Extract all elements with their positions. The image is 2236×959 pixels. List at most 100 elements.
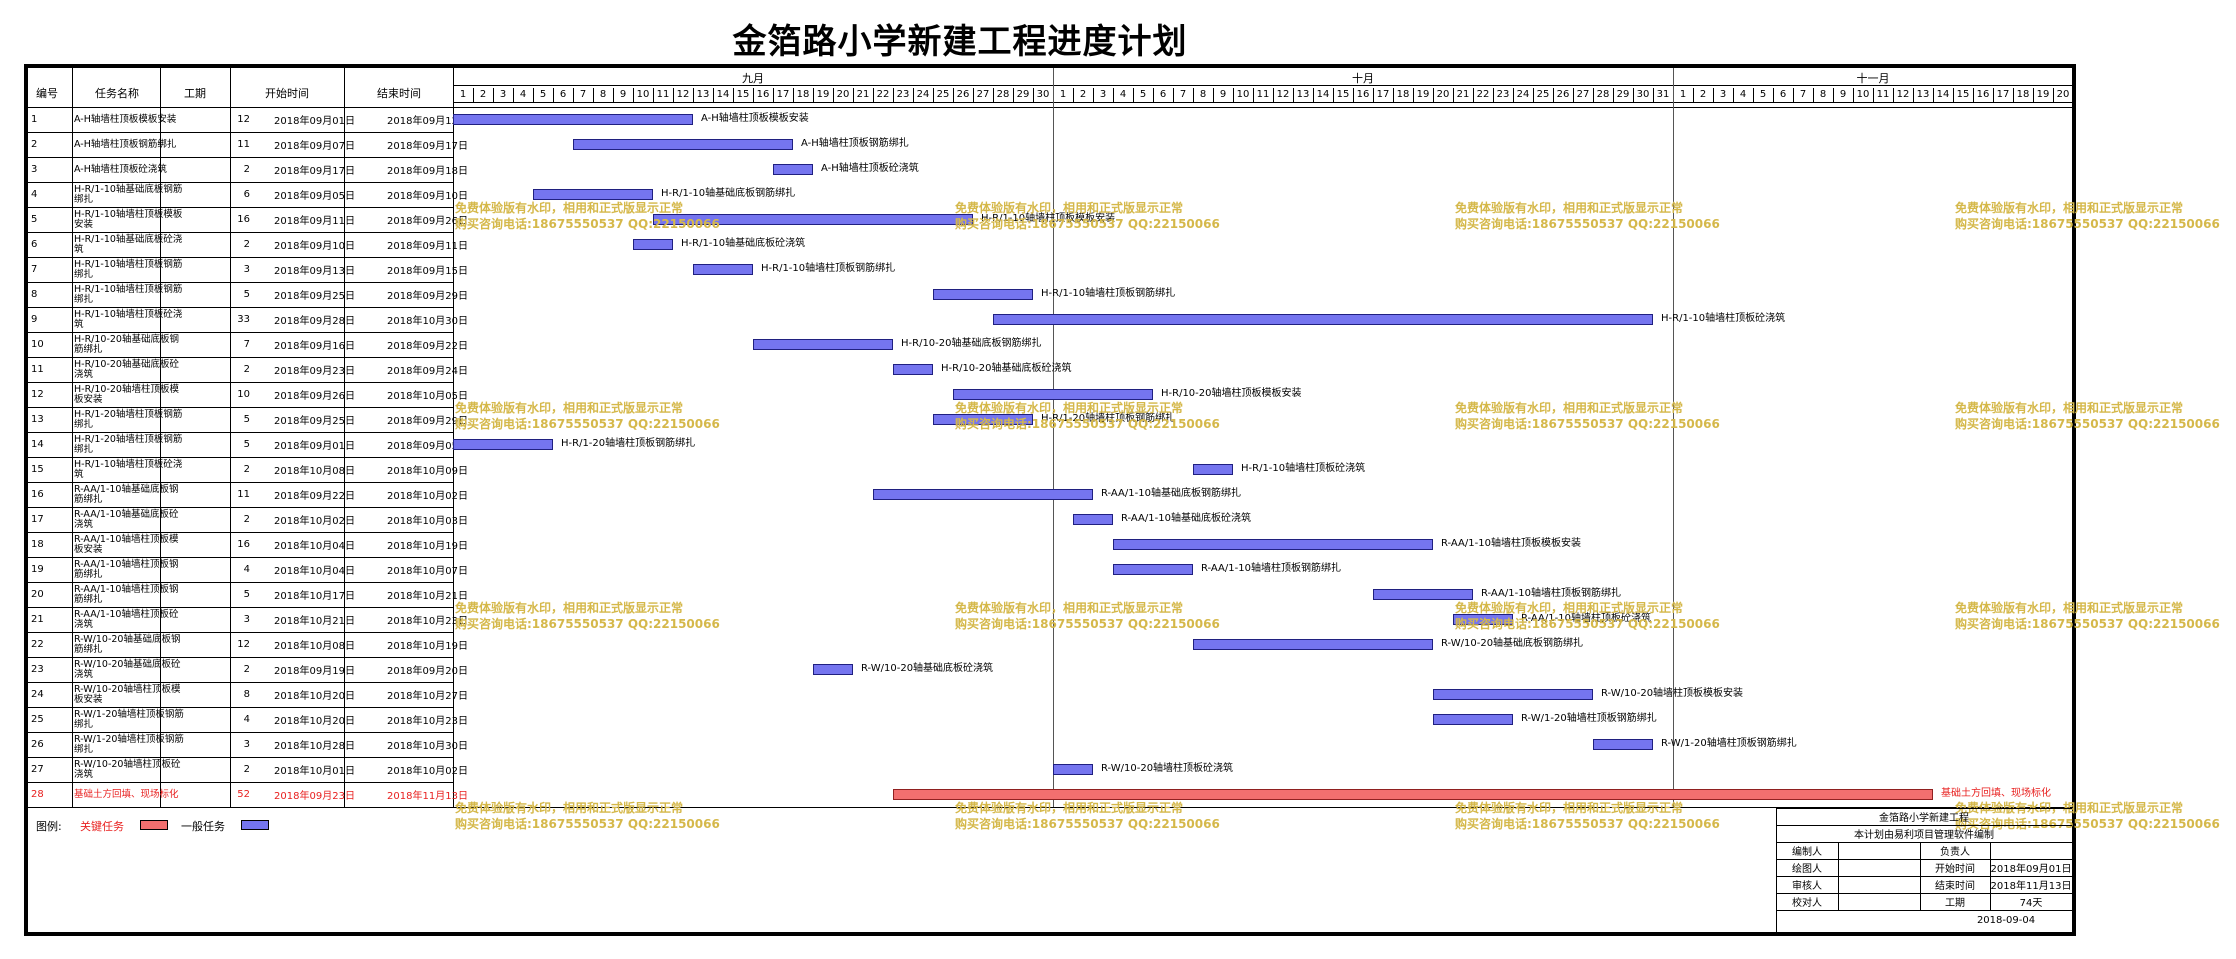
task-bar-label: R-W/10-20轴墙柱顶板砼浇筑 <box>1101 763 1234 774</box>
info-k1: 绘图人 <box>1792 864 1822 875</box>
row-divider <box>28 282 453 283</box>
day-tick <box>933 88 934 102</box>
task-bar[interactable] <box>873 489 1093 500</box>
day-label: 23 <box>1496 89 1510 100</box>
task-bar[interactable] <box>933 414 1033 425</box>
task-name: H-R/10-20轴墙柱顶板模板安装 <box>74 383 179 405</box>
task-bar[interactable] <box>693 264 753 275</box>
watermark: 免费体验版有水印，相用和正式版显示正常购买咨询电话:18675550537 QQ… <box>455 400 720 432</box>
info-k2: 工期 <box>1945 898 1965 909</box>
task-id: 15 <box>31 464 44 475</box>
task-bar[interactable] <box>453 114 693 125</box>
task-bar[interactable] <box>1453 614 1513 625</box>
task-bar[interactable] <box>1593 739 1653 750</box>
task-bar[interactable] <box>933 289 1033 300</box>
day-tick <box>1873 88 1874 102</box>
day-tick <box>1093 88 1094 102</box>
task-end: 2018年09月26日 <box>387 216 468 227</box>
day-label: 20 <box>1436 89 1450 100</box>
task-bar-label: R-AA/1-10轴基础底板钢筋绑扎 <box>1101 488 1241 499</box>
watermark-line: 免费体验版有水印，相用和正式版显示正常 <box>1955 601 2184 615</box>
row-divider <box>28 357 453 358</box>
info-v2: 74天 <box>2019 898 2043 909</box>
task-start: 2018年09月10日 <box>274 241 355 252</box>
task-id: 9 <box>31 314 38 325</box>
task-bar-label: H-R/10-20轴基础底板砼浇筑 <box>941 363 1072 374</box>
task-bar[interactable] <box>653 214 973 225</box>
day-tick <box>573 88 574 102</box>
day-label: 13 <box>696 89 710 100</box>
task-bar[interactable] <box>953 389 1153 400</box>
month-label: 十月 <box>1352 72 1374 85</box>
task-bar[interactable] <box>1433 714 1513 725</box>
day-tick <box>1973 88 1974 102</box>
day-tick <box>1433 88 1434 102</box>
task-bar[interactable] <box>1193 639 1433 650</box>
watermark-line: 免费体验版有水印，相用和正式版显示正常 <box>1455 201 1684 215</box>
task-bar[interactable] <box>1113 539 1433 550</box>
day-label: 15 <box>736 89 750 100</box>
task-bar[interactable] <box>1433 689 1593 700</box>
task-bar[interactable] <box>1193 464 1233 475</box>
day-label: 15 <box>1956 89 1970 100</box>
row-divider <box>28 632 453 633</box>
task-duration: 2 <box>243 464 250 475</box>
task-name: 基础土方回填、现场标化 <box>74 788 179 800</box>
task-bar[interactable] <box>633 239 673 250</box>
task-bar[interactable] <box>813 664 853 675</box>
day-tick <box>953 88 954 102</box>
day-tick <box>1153 88 1154 102</box>
task-bar[interactable] <box>893 364 933 375</box>
task-bar[interactable] <box>1113 564 1193 575</box>
task-name: H-R/1-20轴墙柱顶板钢筋绑扎 <box>74 433 183 455</box>
task-bar-label: H-R/1-20轴墙柱顶板钢筋绑扎 <box>561 438 696 449</box>
task-start: 2018年10月20日 <box>274 716 355 727</box>
day-label: 10 <box>1856 89 1870 100</box>
watermark: 免费体验版有水印，相用和正式版显示正常购买咨询电话:18675550537 QQ… <box>1455 600 1720 632</box>
watermark-line: 购买咨询电话:18675550537 QQ:22150066 <box>955 217 1220 231</box>
watermark: 免费体验版有水印，相用和正式版显示正常购买咨询电话:18675550537 QQ… <box>1455 800 1720 832</box>
day-tick <box>1753 88 1754 102</box>
day-tick <box>1353 88 1354 102</box>
day-label: 19 <box>2036 89 2050 100</box>
watermark-line: 购买咨询电话:18675550537 QQ:22150066 <box>1455 817 1720 831</box>
day-label: 30 <box>1036 89 1050 100</box>
task-bar[interactable] <box>753 339 893 350</box>
task-bar[interactable] <box>773 164 813 175</box>
table-col-divider <box>453 68 454 807</box>
task-bar[interactable] <box>1053 764 1093 775</box>
watermark: 免费体验版有水印，相用和正式版显示正常购买咨询电话:18675550537 QQ… <box>1955 200 2220 232</box>
task-bar[interactable] <box>453 439 553 450</box>
info-divider <box>1776 859 2072 860</box>
task-start: 2018年10月01日 <box>274 766 355 777</box>
task-bar[interactable] <box>533 189 653 200</box>
task-bar-label: H-R/1-10轴基础底板钢筋绑扎 <box>661 188 796 199</box>
day-tick <box>613 88 614 102</box>
task-duration: 5 <box>243 289 250 300</box>
info-v1 <box>1838 842 1920 859</box>
task-name: R-W/1-20轴墙柱顶板钢筋绑扎 <box>74 708 184 730</box>
task-bar[interactable] <box>1373 589 1473 600</box>
day-tick <box>513 88 514 102</box>
task-start: 2018年09月07日 <box>274 141 355 152</box>
task-bar[interactable] <box>1073 514 1113 525</box>
task-duration: 4 <box>243 564 250 575</box>
month-label: 九月 <box>742 72 764 85</box>
critical-task-bar[interactable] <box>893 789 1933 800</box>
task-bar-label: A-H轴墙柱顶板模板安装 <box>701 113 809 124</box>
day-tick <box>493 88 494 102</box>
task-end: 2018年10月21日 <box>387 591 468 602</box>
page-title: 金箔路小学新建工程进度计划 <box>732 22 1188 62</box>
task-id: 13 <box>31 414 44 425</box>
task-bar[interactable] <box>993 314 1653 325</box>
info-v2: 2018年11月13日 <box>1990 881 2072 892</box>
task-bar[interactable] <box>573 139 793 150</box>
day-tick <box>633 88 634 102</box>
info-subtitle: 本计划由易利项目管理软件编制 <box>1854 830 1994 841</box>
task-id: 14 <box>31 439 44 450</box>
watermark: 免费体验版有水印，相用和正式版显示正常购买咨询电话:18675550537 QQ… <box>455 200 720 232</box>
day-tick <box>1513 88 1514 102</box>
task-end: 2018年10月09日 <box>387 466 468 477</box>
